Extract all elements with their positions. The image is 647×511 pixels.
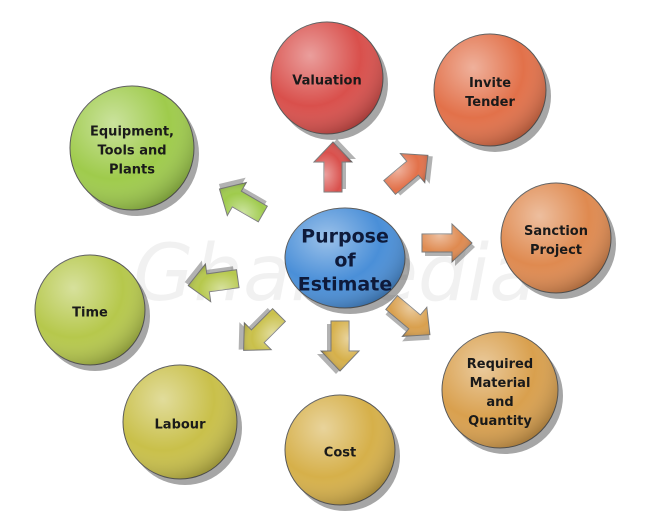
- node-label: Invite: [469, 76, 511, 91]
- arrow-to-labour: [238, 307, 287, 351]
- node-label: Sanction: [524, 224, 588, 239]
- node-label: Cost: [324, 446, 356, 461]
- node-valuation: Valuation: [270, 21, 388, 140]
- node-label: Labour: [155, 418, 207, 433]
- node-label: Quantity: [468, 414, 532, 429]
- node-cost: Cost: [284, 394, 400, 511]
- arrow-to-invite-tender: [383, 153, 433, 196]
- node-label: Equipment,: [90, 125, 174, 140]
- node-highlight: [123, 365, 237, 479]
- node-label: Purpose: [301, 225, 389, 247]
- node-highlight: [434, 34, 546, 146]
- node-label: Estimate: [298, 273, 392, 295]
- node-highlight: [35, 255, 145, 365]
- node-highlight: [285, 395, 395, 505]
- node-highlight: [285, 208, 405, 308]
- node-highlight: [442, 332, 558, 448]
- node-label: of: [334, 249, 356, 271]
- node-labour: Labour: [122, 364, 242, 485]
- node-label: Valuation: [292, 74, 361, 89]
- node-highlight: [501, 183, 611, 293]
- arrow-to-sanction-project: [421, 222, 475, 266]
- arrow-to-required-material-and-quantity: [385, 294, 431, 342]
- node-label: Time: [72, 306, 108, 321]
- node-label: Material: [470, 376, 531, 391]
- node-time: Time: [34, 254, 150, 371]
- node-label: Tender: [465, 95, 515, 110]
- arrow-to-time: [184, 260, 240, 303]
- arrow-to-valuation: [312, 139, 356, 193]
- arrow-to-equipment-tools-and-plants: [218, 177, 268, 223]
- arrow-to-cost: [317, 320, 361, 374]
- node-highlight: [70, 86, 194, 210]
- node-label: Tools and: [97, 144, 166, 159]
- node-label: Required: [467, 357, 533, 372]
- node-label: and: [486, 395, 513, 410]
- node-highlight: [271, 22, 383, 134]
- node-label: Project: [530, 243, 582, 258]
- node-label: Plants: [109, 163, 155, 178]
